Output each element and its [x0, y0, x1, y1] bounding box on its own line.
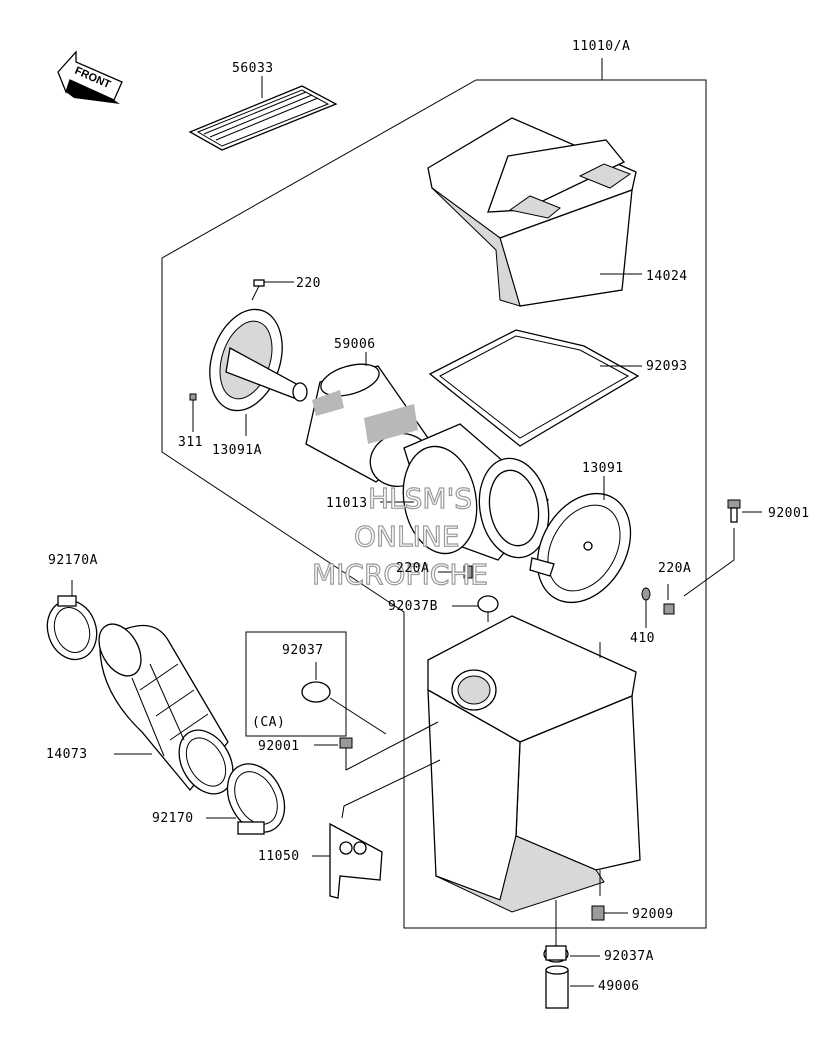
- part-air-box-body: [427, 615, 641, 946]
- part-92170a-clamp: [46, 580, 98, 661]
- part-220-screw: [251, 279, 294, 301]
- part-56033-sticker: [188, 76, 338, 151]
- assembly-outline: [161, 58, 707, 929]
- label-92001-right[interactable]: 92001: [768, 506, 810, 521]
- label-13091a[interactable]: 13091A: [212, 443, 262, 458]
- label-92009[interactable]: 92009: [632, 907, 674, 922]
- part-labels: 11010/A 56033 220 14024 59006 92093 311 …: [46, 39, 810, 994]
- part-220a-screw-right: [663, 584, 675, 615]
- watermark: HLSM'S ONLINE MICROFICHE: [311, 481, 488, 591]
- label-13091[interactable]: 13091: [582, 461, 624, 476]
- label-11050[interactable]: 11050: [258, 849, 300, 864]
- label-410[interactable]: 410: [630, 631, 655, 646]
- label-92001-left[interactable]: 92001: [258, 739, 300, 754]
- front-arrow-icon: FRONT: [57, 50, 123, 104]
- part-49006-drain: [545, 965, 594, 1009]
- part-92001-bolt-right: [683, 499, 762, 597]
- part-11050-bracket: [312, 759, 441, 899]
- label-220a-right[interactable]: 220A: [658, 561, 691, 576]
- part-92001-bolt-left: [314, 721, 439, 771]
- part-92037b-clamp: [452, 595, 499, 622]
- label-ca[interactable]: (CA): [252, 715, 285, 730]
- label-14073[interactable]: 14073: [46, 747, 88, 762]
- label-92170a[interactable]: 92170A: [48, 553, 98, 568]
- label-92037b[interactable]: 92037B: [388, 599, 438, 614]
- part-14024-cover: [427, 117, 642, 307]
- ca-callout-box: [245, 631, 387, 737]
- label-59006[interactable]: 59006: [334, 337, 376, 352]
- part-11013-filter-element: [380, 423, 550, 561]
- part-92009-screw: [591, 905, 628, 921]
- label-14024[interactable]: 14024: [646, 269, 688, 284]
- label-92037a[interactable]: 92037A: [604, 949, 654, 964]
- watermark-line-1: HLSM'S: [368, 482, 472, 515]
- label-92037[interactable]: 92037: [282, 643, 324, 658]
- label-11013[interactable]: 11013: [326, 496, 368, 511]
- watermark-line-3: MICROFICHE: [312, 558, 488, 591]
- watermark-line-2: ONLINE: [354, 520, 459, 553]
- label-311[interactable]: 311: [178, 435, 203, 450]
- label-11010a[interactable]: 11010/A: [572, 39, 630, 54]
- part-92037a-clamp: [543, 945, 600, 963]
- part-14073-intake-duct: [98, 623, 234, 795]
- part-92170-clamp: [206, 763, 286, 835]
- label-49006[interactable]: 49006: [598, 979, 640, 994]
- part-13091a-cap: [189, 308, 308, 436]
- label-220a-left[interactable]: 220A: [396, 561, 429, 576]
- label-56033[interactable]: 56033: [232, 61, 274, 76]
- part-220a-screw-left: [438, 565, 473, 579]
- part-92093-gasket: [428, 329, 642, 447]
- label-220-top[interactable]: 220: [296, 276, 321, 291]
- label-92093[interactable]: 92093: [646, 359, 688, 374]
- part-410-grommet: [641, 587, 651, 628]
- part-13091-cap: [529, 476, 632, 604]
- label-92170[interactable]: 92170: [152, 811, 194, 826]
